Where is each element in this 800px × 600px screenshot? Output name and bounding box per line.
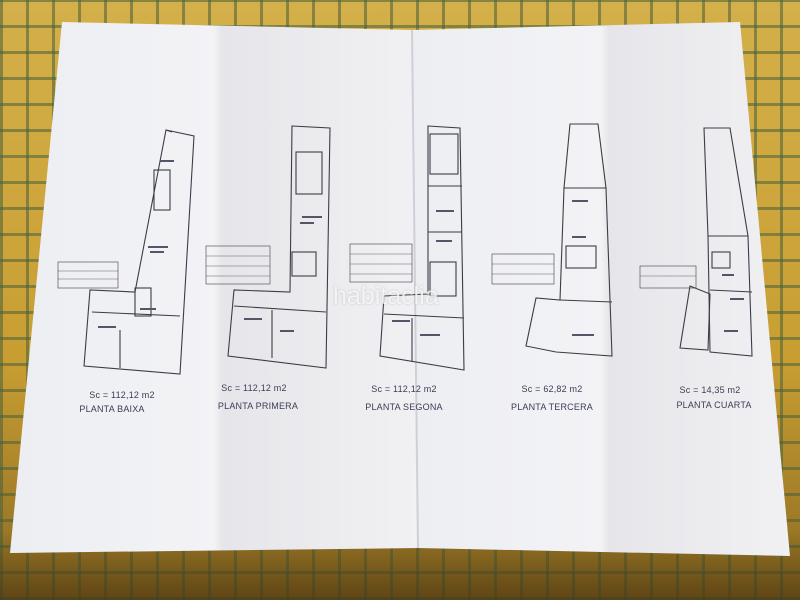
plan-planta-cuarta — [639, 127, 753, 357]
plan-5-title: PLANTA CUARTA — [676, 400, 752, 410]
plan-planta-tercera — [491, 123, 613, 357]
plan-1-title: PLANTA BAIXA — [79, 404, 145, 414]
plan-1-area: Sc = 112,12 m2 — [89, 390, 155, 400]
plan-planta-primera — [205, 125, 331, 369]
plan-3-area: Sc = 112,12 m2 — [371, 384, 437, 394]
plan-5-area: Sc = 14,35 m2 — [679, 385, 741, 395]
page-fold — [411, 29, 419, 549]
plan-planta-baixa — [57, 129, 195, 375]
plan-2-area: Sc = 112,12 m2 — [221, 383, 287, 393]
plan-2-title: PLANTA PRIMERA — [217, 401, 299, 411]
plan-4-area: Sc = 62,82 m2 — [521, 384, 583, 394]
plan-3-title: PLANTA SEGONA — [365, 402, 443, 412]
watermark-text: habitaclia — [333, 282, 439, 310]
plan-4-title: PLANTA TERCERA — [511, 402, 593, 412]
right-page — [412, 22, 790, 556]
left-page — [10, 22, 418, 553]
room-label-marks — [98, 160, 744, 336]
plan-planta-segona — [349, 125, 465, 371]
